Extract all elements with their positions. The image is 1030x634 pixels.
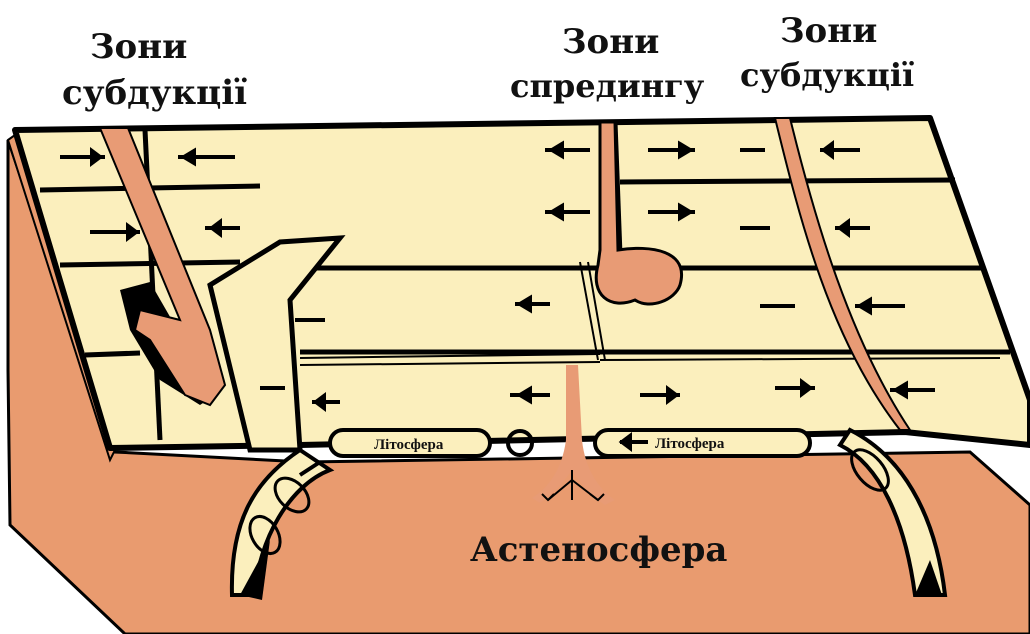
label-spreading-line1: Зони xyxy=(562,22,659,62)
label-subduction-right-line1: Зони xyxy=(780,11,877,51)
label-subduction-left-line2: субдукції xyxy=(62,73,247,113)
label-subduction-left-line1: Зони xyxy=(90,27,187,67)
label-asthenosphere: Астеносфера xyxy=(470,530,727,570)
label-lithosphere-left: Літосфера xyxy=(374,437,444,453)
label-spreading-line2: спредингу xyxy=(510,67,705,105)
label-lithosphere-right: Літосфера xyxy=(655,436,725,452)
label-subduction-right-line2: субдукції xyxy=(740,56,914,94)
